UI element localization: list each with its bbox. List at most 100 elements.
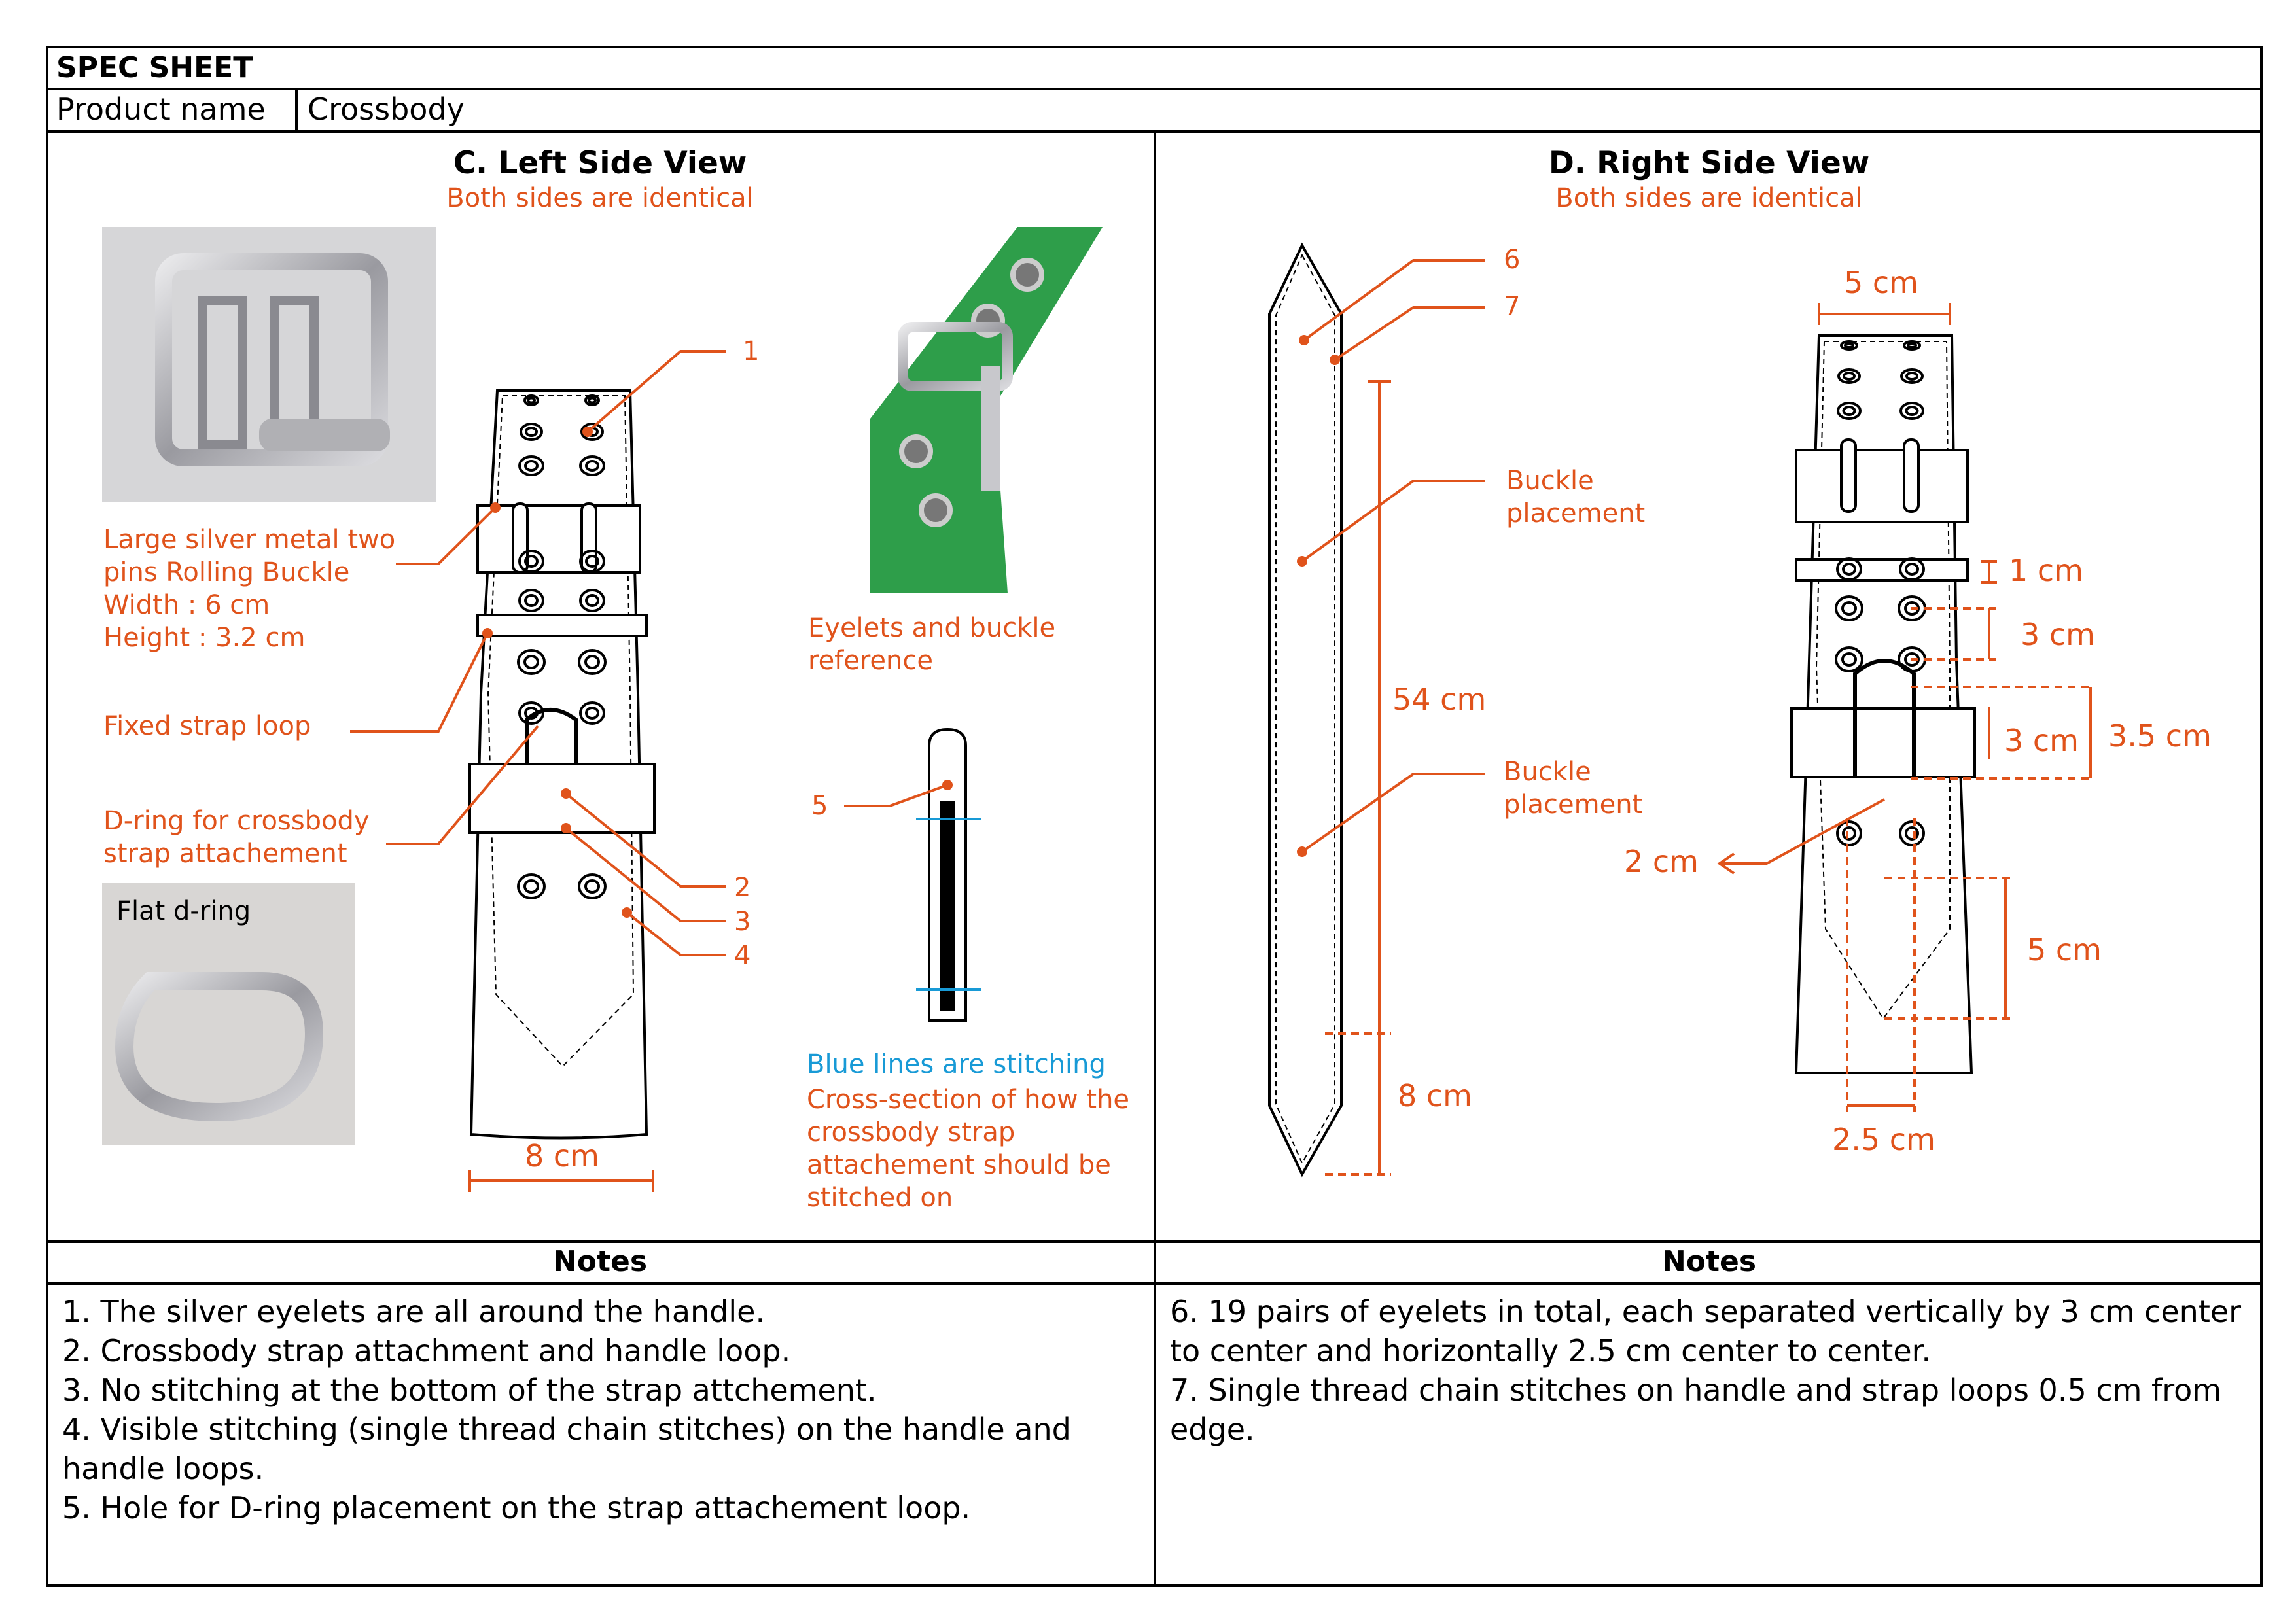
side-dim: 2 cm	[1624, 844, 1699, 879]
cross-section-drawing	[916, 727, 981, 1022]
annotation-leaders	[350, 259, 2094, 1192]
eyelet	[1840, 340, 1858, 351]
eyelet-hole	[524, 460, 539, 472]
left-handle-drawing	[468, 389, 656, 1140]
product-cell-divider	[295, 88, 298, 131]
note-item: 4. Visible stitching (single thread chai…	[62, 1412, 1071, 1447]
eyelet-spacing-dim: 3 cm	[2021, 617, 2095, 652]
notes-heading-divider	[46, 1282, 2263, 1285]
eyelet-hole	[1842, 563, 1856, 576]
strap-tip-dim: 8 cm	[1398, 1078, 1472, 1113]
eyelet	[1835, 595, 1863, 621]
eyelet	[579, 455, 605, 476]
eyelet	[1836, 820, 1862, 846]
callout-7: 7	[1504, 292, 1521, 322]
header-divider	[46, 88, 2263, 90]
eyelet-hole	[584, 655, 600, 669]
note-item: 5. Hole for D-ring placement on the stra…	[62, 1490, 971, 1526]
buckle-placement-label-bottom: Buckle placement	[1504, 756, 1642, 821]
d-ring-label-line: strap attachement	[103, 839, 347, 869]
note-item: handle loops.	[62, 1451, 264, 1486]
note-item: to center and horizontally 2.5 cm center…	[1170, 1333, 1931, 1369]
eyelet-hole	[524, 707, 539, 720]
buckle-placement-line: Buckle	[1506, 466, 1594, 496]
callout-1: 1	[743, 336, 760, 366]
left-eyelets	[517, 394, 607, 899]
eyelet-hole	[1907, 342, 1917, 349]
eyelet-hole	[525, 427, 538, 437]
eyelet	[1899, 557, 1925, 581]
eyelet	[1837, 402, 1862, 420]
eyelet	[578, 873, 607, 899]
callout-2: 2	[734, 873, 751, 903]
rolling-buckle-photo	[102, 227, 436, 502]
buckle-placement-label-top: Buckle placement	[1506, 464, 1645, 530]
eyelet	[518, 589, 544, 612]
buckle-label-line: Large silver metal two	[103, 525, 396, 555]
cross-section-line: stitched on	[807, 1183, 953, 1213]
loop-total-dim: 3.5 cm	[2108, 718, 2212, 754]
eyelet	[1836, 557, 1862, 581]
eyelet	[523, 394, 539, 406]
cross-section-line: Cross-section of how the	[807, 1085, 1130, 1115]
note-item: 7. Single thread chain stitches on handl…	[1170, 1372, 2222, 1408]
eyelet	[517, 873, 546, 899]
reference-label-line: reference	[808, 646, 933, 676]
notes-heading-left: Notes	[552, 1245, 648, 1278]
notes-left: 1. The silver eyelets are all around the…	[62, 1292, 1148, 1527]
buckle-label-line: Width : 6 cm	[103, 590, 270, 620]
loop2-dim: 3 cm	[2004, 723, 2079, 758]
eyelet	[579, 550, 605, 573]
left-view-subtitle: Both sides are identical	[446, 183, 754, 213]
right-handle-eyelets	[1835, 340, 1926, 846]
eyelet	[578, 649, 607, 675]
d-ring-label-line: D-ring for crossbody	[103, 806, 370, 836]
notes-heading-right: Notes	[1661, 1245, 1757, 1278]
product-name-value: Crossbody	[308, 92, 465, 127]
eyelet-hole	[1905, 826, 1919, 841]
callout-6: 6	[1504, 245, 1521, 275]
views-divider	[1154, 130, 1156, 1587]
note-item: edge.	[1170, 1412, 1255, 1447]
reference-label: Eyelets and buckle reference	[808, 612, 1055, 677]
tip-length-dim: 5 cm	[2027, 932, 2102, 968]
eyelet	[579, 701, 605, 725]
eyelet-hole	[523, 879, 539, 894]
eyelet-hole	[585, 594, 599, 607]
buckle-label: Large silver metal two pins Rolling Buck…	[103, 523, 395, 654]
loop-dim: 1 cm	[2009, 553, 2083, 588]
eyelet	[1835, 646, 1863, 672]
eyelet-hole	[527, 396, 536, 404]
eyelet-hole	[524, 555, 539, 568]
eyelet	[1899, 402, 1924, 420]
buckle-label-line: Height : 3.2 cm	[103, 623, 306, 653]
eyelet-hole	[1841, 652, 1857, 667]
eyelet-hole	[1843, 372, 1856, 381]
buckle-placement-line: Buckle	[1504, 757, 1591, 787]
eyelet-hole	[524, 594, 539, 607]
eyelet-hole	[1842, 406, 1856, 416]
eyelet	[579, 589, 605, 612]
eyelet	[517, 649, 546, 675]
cross-section-label: Cross-section of how the crossbody strap…	[807, 1083, 1129, 1214]
eyelet-hole	[1844, 342, 1854, 349]
eyelet-hole	[1842, 826, 1856, 841]
annotation-dots	[482, 335, 1340, 918]
notes-right: 6. 19 pairs of eyelets in total, each se…	[1170, 1292, 2256, 1449]
handle-width-dim: 8 cm	[525, 1138, 599, 1174]
d-ring-label: D-ring for crossbody strap attachement	[103, 805, 370, 870]
eyelet-hole	[1905, 372, 1918, 381]
sheet-title: SPEC SHEET	[56, 51, 253, 84]
eyelet	[1903, 340, 1921, 351]
callout-4: 4	[734, 941, 751, 971]
note-item: 1. The silver eyelets are all around the…	[62, 1294, 766, 1329]
eyelet	[518, 455, 544, 476]
eyelet-hole	[585, 460, 599, 472]
eyelet-hole	[1841, 601, 1857, 616]
eyelet	[580, 423, 604, 441]
eyelet	[1900, 368, 1924, 384]
eyelet	[1837, 368, 1861, 384]
eyelet-hole	[588, 396, 597, 404]
strap-loop-label: Fixed strap loop	[103, 711, 311, 741]
